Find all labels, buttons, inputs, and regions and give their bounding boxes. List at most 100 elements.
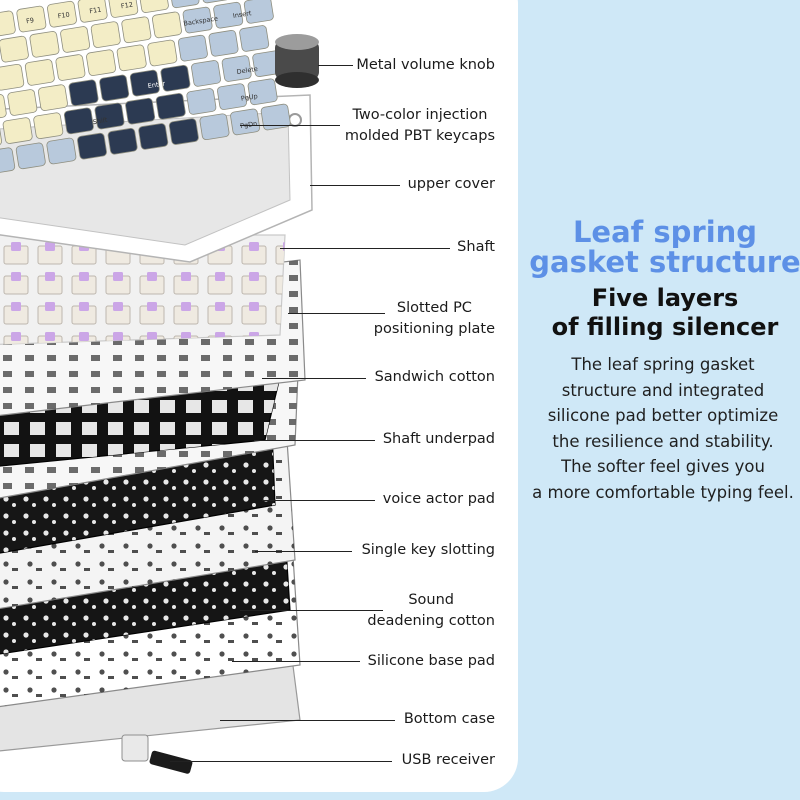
keycap-legend: F12 — [120, 1, 133, 11]
keycap — [7, 89, 38, 116]
keycap — [2, 117, 33, 144]
keycap — [247, 78, 278, 106]
keycap — [213, 1, 244, 29]
keycap — [77, 0, 108, 23]
keycap — [24, 59, 55, 86]
callout-shaft-underpad: Shaft underpad — [382, 431, 495, 447]
headline-title-line-2: gasket structure — [529, 245, 800, 279]
keycap — [15, 142, 46, 170]
keycap — [147, 39, 178, 67]
keycap — [0, 94, 7, 121]
keycap — [155, 93, 186, 120]
keycap — [243, 0, 274, 24]
keycap — [230, 108, 261, 136]
keycap — [0, 122, 2, 149]
headline-subtitle-line-1: Five layers — [591, 284, 739, 312]
callout-sandwich-cotton: Sandwich cotton — [374, 369, 495, 385]
keycap — [0, 63, 25, 91]
keycap — [186, 88, 217, 115]
keycap — [90, 21, 121, 48]
keycap — [116, 44, 147, 72]
callout-usb-receiver: USB receiver — [401, 752, 495, 768]
keycap — [138, 123, 169, 150]
leader-line — [280, 248, 450, 250]
keycap — [47, 0, 77, 28]
keycap — [107, 127, 138, 155]
leader-line — [240, 610, 383, 612]
keycap — [0, 35, 29, 63]
keycap — [37, 84, 68, 111]
leader-line — [240, 125, 340, 127]
keycap-legend: PgUp — [240, 92, 258, 103]
description-line: The leaf spring gasket — [571, 355, 755, 374]
usb-receiver-body — [121, 734, 149, 762]
keycap — [99, 74, 130, 102]
keycap-legend: F10 — [57, 11, 70, 21]
headline-title: Leaf spring gasket structure — [515, 217, 800, 277]
leader-line — [288, 313, 385, 315]
keycap — [33, 112, 64, 140]
keycap-legend: Enter — [147, 79, 166, 90]
volume-knob-body — [275, 40, 319, 80]
leader-line — [262, 378, 366, 380]
keycap — [29, 31, 60, 58]
keycap — [16, 5, 47, 33]
callout-voice-actor-pad: voice actor pad — [382, 491, 495, 507]
volume-knob-cap — [275, 34, 319, 50]
keycap — [86, 49, 117, 76]
headline-subtitle: Five layers of filling silencer — [515, 284, 800, 342]
keycap — [152, 11, 182, 39]
keycap — [160, 64, 191, 92]
description-line: silicone pad better optimize — [547, 406, 779, 426]
keycap — [94, 102, 125, 130]
keycap — [46, 137, 77, 165]
keycap-legend: PgDn — [240, 120, 258, 131]
keycap-legend: F11 — [89, 6, 102, 16]
keycap — [177, 34, 208, 62]
keycap — [121, 16, 152, 44]
keycap — [169, 0, 200, 9]
keycap — [182, 6, 213, 34]
callout-upper-cover: upper cover — [407, 176, 495, 192]
keycap — [200, 0, 231, 4]
keycap — [191, 60, 221, 87]
keycap — [260, 103, 291, 131]
keycap — [60, 26, 91, 53]
leader-line — [232, 661, 360, 663]
headline-subtitle-line-2: of filling silencer — [551, 313, 779, 341]
description-text: The leaf spring gasket structure and int… — [518, 352, 800, 506]
keycap-legend: Delete — [236, 65, 258, 76]
keycap — [221, 55, 252, 82]
leader-line — [262, 500, 375, 502]
keycap — [138, 0, 169, 13]
keycap — [68, 79, 99, 107]
keycap — [55, 54, 86, 81]
keycap — [129, 69, 160, 97]
headline-title-line-1: Leaf spring — [572, 215, 758, 249]
callout-silicone-base-pad: Silicone base pad — [367, 653, 495, 669]
callout-metal-volume-knob: Metal volume knob — [356, 57, 495, 73]
leader-line — [254, 440, 375, 442]
keycap — [239, 25, 270, 52]
leader-line — [310, 185, 400, 187]
description-line: a more comfortable typing feel. — [532, 482, 794, 502]
keycap — [108, 0, 139, 18]
keycap — [0, 10, 16, 38]
keycap — [199, 113, 230, 141]
keycap-legend: F9 — [26, 16, 35, 25]
keycap — [125, 97, 156, 125]
switch-layer-pattern — [0, 235, 285, 345]
keycap — [0, 147, 16, 174]
keycap — [168, 118, 199, 145]
description-line: the resilience and stability. — [552, 431, 774, 451]
volume-knob-base — [275, 72, 319, 88]
leader-line — [255, 551, 352, 553]
leader-line — [220, 720, 395, 722]
keycap — [208, 30, 239, 57]
callout-shaft: Shaft — [457, 239, 495, 255]
callout-single-key-slotting: Single key slotting — [361, 542, 495, 558]
keycap — [217, 83, 247, 110]
